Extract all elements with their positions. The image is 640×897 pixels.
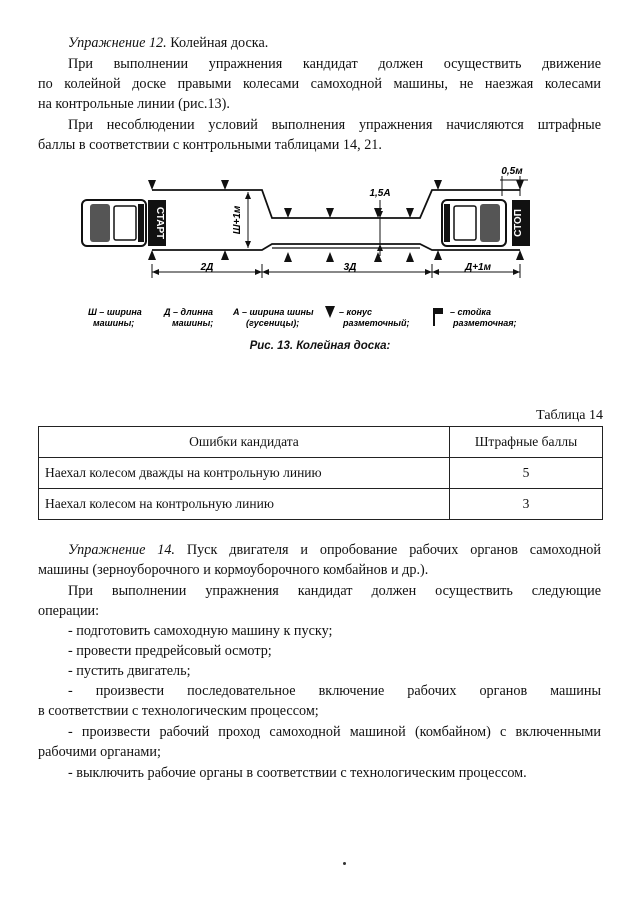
legend-a-line2: (гусеницы); [246,318,299,328]
stop-car-icon [441,199,507,247]
exercise12-title-rest: Колейная доска. [166,35,269,51]
legend-post-line1: – стойка [450,307,491,317]
list-item: - выключить рабочие органы в соответстви… [68,765,527,781]
table-cell-points: 3 [449,488,603,520]
table-cell-points: 5 [449,457,603,489]
exercise12-heading: Упражнение 12. Колейная доска. [68,34,601,53]
exercise14-title-rest: Пуск двигателя и опробование рабочих орг… [174,542,601,558]
exercise12-para1-line3: на контрольные линии (рис.13). [38,96,230,112]
table-header-row: Ошибки кандидата Штрафные баллы [38,426,603,458]
table-row: Наехал колесом на контрольную линию 3 [38,488,603,520]
exercise14-para2-line1: При выполнении упражнения кандидат долже… [68,583,601,599]
table-row: Наехал колесом дважды на контрольную лин… [38,457,603,489]
legend-post-line2: разметочная; [452,318,517,328]
dim-2d-label: 2Д [200,262,214,273]
legend-w-line1: Ш – ширина [88,307,142,317]
board-top-line [152,189,520,219]
legend-cone-line1: – конус [339,307,372,317]
exercise12-para2-line2: баллы в соответствии с контрольными табл… [38,137,382,153]
list-item-continuation: в соответствии с технологическим процесс… [38,703,319,719]
exercise12-para2-line1: При несоблюдении условий выполнения упра… [68,117,601,133]
legend-a-line1: А – ширина шины [232,307,314,317]
exercise14-heading: Упражнение 14. Пуск двигателя и опробова… [68,541,601,560]
board-bottom-line [152,243,520,251]
legend-cone-icon [325,306,335,318]
bottom-cones [148,250,524,262]
table-header-points: Штрафные баллы [449,426,603,458]
dim-bottom-ticks [151,264,521,278]
legend: Ш – ширина машины; Д – длинна машины; А … [88,306,517,328]
table-cell-error: Наехал колесом на контрольную линию [38,488,450,520]
start-sign [148,200,166,246]
penalty-table: Ошибки кандидата Штрафные баллы Наехал к… [38,426,603,520]
dim-bottom-arrows [152,269,520,275]
legend-d-line1: Д – длинна [163,307,213,317]
stop-sign [512,200,530,246]
legend-cone-line2: разметочный; [342,318,409,328]
dim-w-label: Ш+1м [232,205,243,234]
exercise14-title: Упражнение 14. [68,542,175,558]
list-item: - пустить двигатель; [68,663,191,679]
legend-w-line2: машины; [93,318,134,328]
dim-15a-label: 1,5А [369,188,390,199]
table14-caption: Таблица 14 [536,408,603,423]
stop-label: СТОП [513,209,524,237]
legend-post-icon [433,308,443,326]
list-item-continuation: рабочими органами; [38,744,161,760]
top-cones [148,180,524,218]
exercise12-para1-line1: При выполнении упражнения кандидат долже… [68,56,601,72]
dim-05-label: 0,5м [501,166,523,177]
exercise12-para1-line2: по колейной доске правыми колесами самох… [38,76,601,92]
list-item: - провести предрейсовый осмотр; [68,643,272,659]
dim-w-arrows [245,192,251,248]
list-item: - произвести рабочий проход самоходной м… [68,724,601,740]
start-label: СТАРТ [154,207,165,239]
dim-3d-label: 3Д [344,262,357,273]
dim-d1-label: Д+1м [464,262,492,273]
exercise14-line2: машины (зерноуборочного и кормоуборочног… [38,562,429,578]
list-item: - подготовить самоходную машину к пуску; [68,623,333,639]
exercise12-title: Упражнение 12. [68,35,167,51]
page-speck [343,862,346,865]
exercise14-para2-line2: операции: [38,603,100,619]
legend-d-line2: машины; [172,318,213,328]
table-header-errors: Ошибки кандидата [38,426,450,458]
table-cell-error: Наехал колесом дважды на контрольную лин… [38,457,450,489]
list-item: - произвести последовательное включение … [68,683,601,699]
figure-caption: Рис. 13. Колейная доска: [249,340,391,352]
start-car-icon [81,199,147,247]
track-board-diagram: СТАРТ СТОП Ш+1м 1,5А [81,166,530,328]
